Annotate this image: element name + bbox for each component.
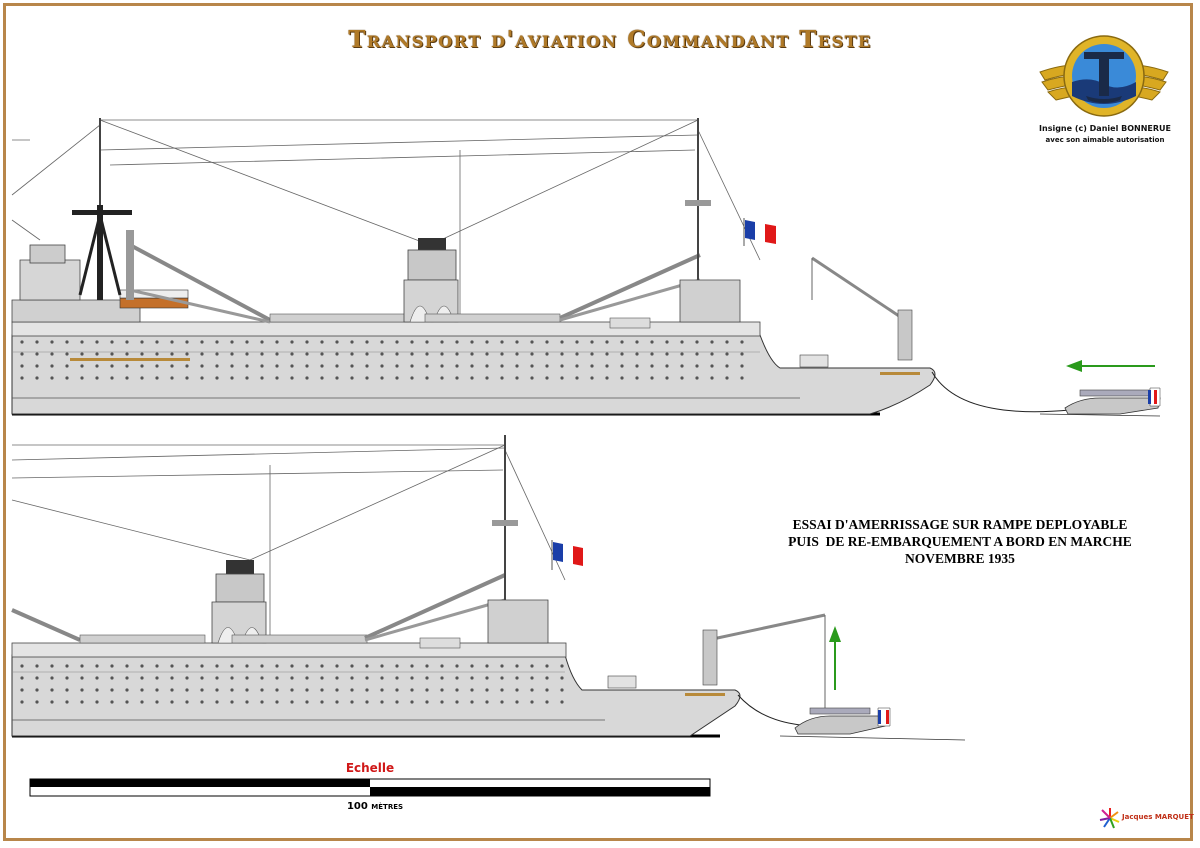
- caption-line: PUIS DE RE-EMBARQUEMENT A BORD EN MARCHE: [788, 534, 1132, 549]
- seaplane-bottom: [779, 707, 966, 741]
- scale-label: 100 mètres: [346, 801, 404, 812]
- french-flag-bottom: [551, 540, 583, 570]
- page-title: Transport d'aviation Commandant Teste: [348, 26, 872, 53]
- ship-bottom-profile: [11, 435, 826, 738]
- ship-top-profile: [11, 118, 1071, 416]
- caption-block: ESSAI D'AMERRISSAGE SUR RAMPE DEPLOYABLE…: [760, 516, 1160, 567]
- caption-line: NOVEMBRE 1935: [905, 551, 1015, 566]
- arrow-up-green: [829, 626, 841, 690]
- scale-title: Echelle: [345, 761, 395, 775]
- caption-line: ESSAI D'AMERRISSAGE SUR RAMPE DEPLOYABLE: [792, 517, 1128, 532]
- french-flag-top: [743, 218, 776, 246]
- author-credit: Jacques MARQUET: [1122, 813, 1194, 821]
- page-frame: [3, 3, 1193, 841]
- scale-bar: [29, 778, 711, 797]
- insignia-emblem: [1039, 35, 1169, 117]
- seaplane-top: [1039, 387, 1161, 417]
- arrow-left-green: [1066, 360, 1155, 372]
- insignia-credit-note: avec son aimable autorisation: [1045, 136, 1165, 144]
- author-logo: [1099, 808, 1120, 829]
- insignia-credit: Insigne (c) Daniel BONNERUE: [1039, 124, 1171, 133]
